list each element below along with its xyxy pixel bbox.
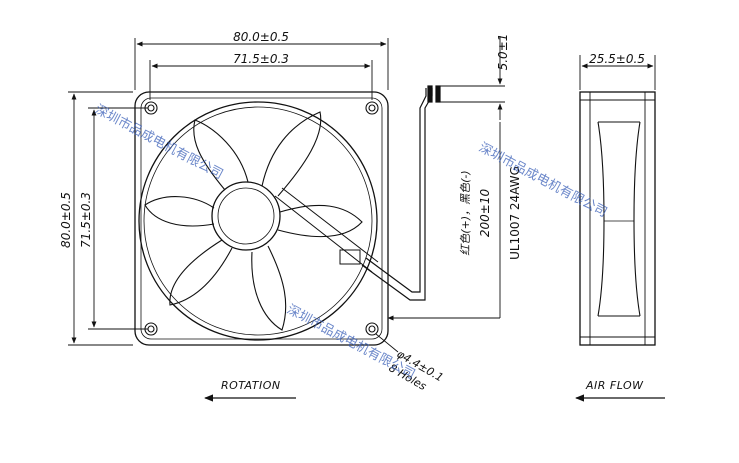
wire-length-label: 200±10 [478, 189, 492, 238]
thickness-label: 25.5±0.5 [589, 52, 645, 66]
inner-width-label: 71.5±0.3 [233, 52, 289, 66]
wire-spec-label: UL1007 24AWG [508, 166, 522, 260]
outer-width-label: 80.0±0.5 [233, 30, 289, 44]
lead-wire [361, 85, 441, 301]
fan-frame [134, 91, 389, 346]
fan-venturi [138, 101, 378, 341]
side-frame [579, 91, 656, 346]
fan-blades [144, 111, 363, 331]
lead-offset-label: 5.0±1 [496, 34, 510, 71]
fan-hub [211, 181, 281, 251]
front-dimensions [68, 38, 389, 346]
inner-height-label: 71.5±0.3 [79, 192, 93, 248]
rotation-label: ROTATION [221, 379, 281, 392]
outer-height-label: 80.0±0.5 [59, 192, 73, 248]
side-dimensions [579, 55, 656, 90]
watermark-3: 深圳市品成电机有限公司 [284, 301, 418, 382]
side-view [579, 91, 656, 346]
watermarks: 深圳市品成电机有限公司 深圳市品成电机有限公司 深圳市品成电机有限公司 [92, 101, 610, 382]
hole-callout [375, 333, 399, 353]
front-view [134, 91, 389, 346]
lead-dimensions [387, 36, 505, 321]
wire-colors-label: 红色(+)，黑色(-) [459, 170, 472, 255]
airflow-label: AIR FLOW [585, 379, 644, 392]
